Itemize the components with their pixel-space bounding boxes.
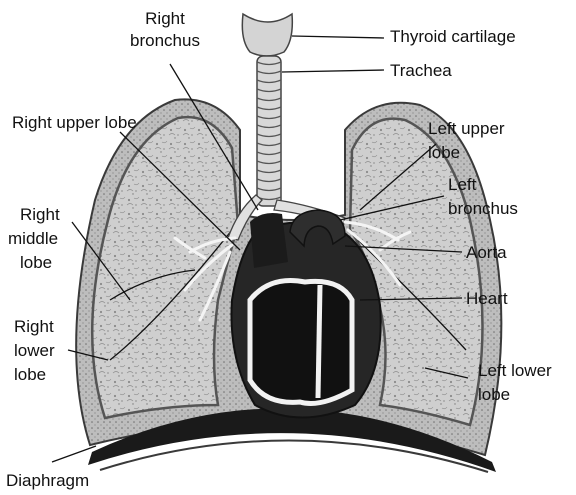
label-heart: Heart [466, 289, 508, 308]
label-right-bronchus-line2: bronchus [130, 31, 200, 50]
label-trachea: Trachea [390, 61, 452, 80]
label-left-lower-lobe-line1: Left lower [478, 361, 552, 380]
label-right-middle-lobe-line2: middle [8, 229, 58, 248]
label-right-middle-lobe-line3: lobe [20, 253, 52, 272]
thyroid-cartilage-shape [242, 14, 292, 56]
label-left-lower-lobe-line2: lobe [478, 385, 510, 404]
trachea-shape [257, 56, 281, 206]
label-left-bronchus-line2: bronchus [448, 199, 518, 218]
label-right-lower-lobe-line1: Right [14, 317, 54, 336]
label-left-upper-lobe-line2: lobe [428, 143, 460, 162]
label-left-upper-lobe-line1: Left upper [428, 119, 505, 138]
label-thyroid-cartilage: Thyroid cartilage [390, 27, 516, 46]
label-right-lower-lobe-line2: lower [14, 341, 55, 360]
label-right-middle-lobe-line1: Right [20, 205, 60, 224]
label-left-bronchus-line1: Left [448, 175, 477, 194]
label-right-bronchus-line1: Right [145, 9, 185, 28]
label-diaphragm: Diaphragm [6, 471, 89, 490]
label-right-lower-lobe-line3: lobe [14, 365, 46, 384]
label-aorta: Aorta [466, 243, 507, 262]
label-right-upper-lobe: Right upper lobe [12, 113, 137, 132]
